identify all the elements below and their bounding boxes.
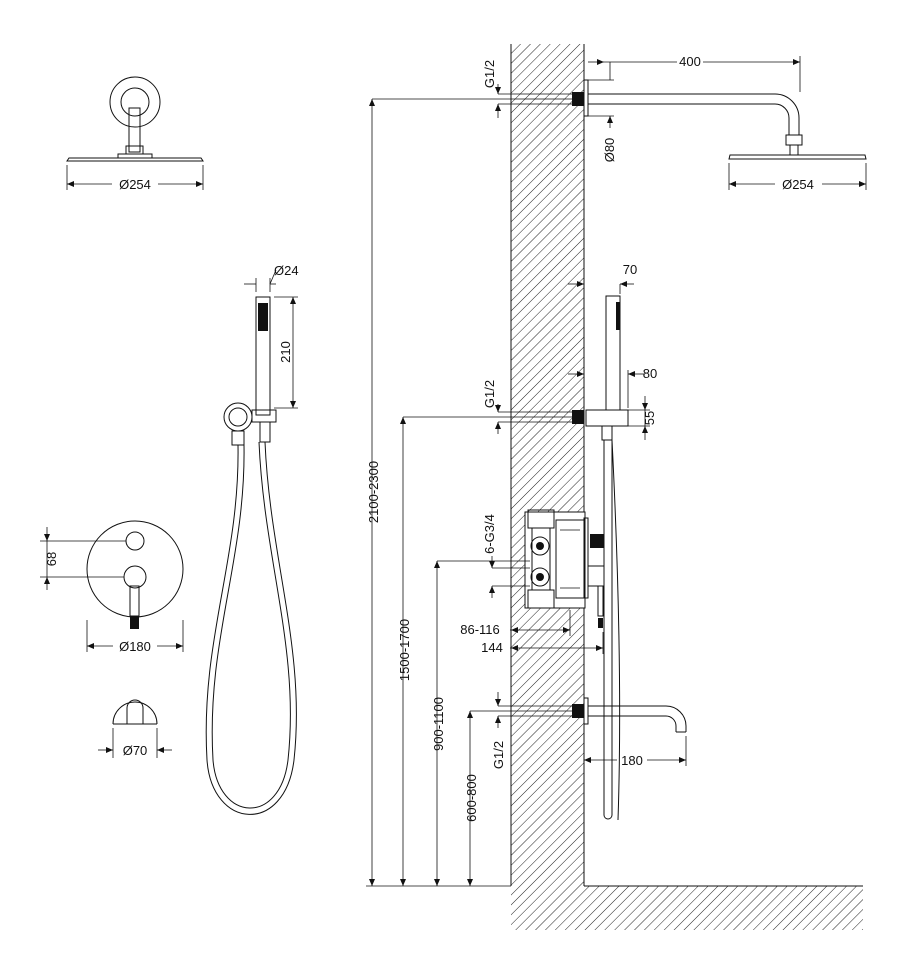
dim-spout-diameter: Ø70	[123, 743, 148, 758]
dim-mixer-height: 900-1100	[431, 697, 446, 751]
dim-arm-length: 400	[679, 54, 701, 69]
arm-thread-callout: G1/2	[482, 60, 572, 118]
mixer-plate-front-view: 68 Ø180	[40, 520, 184, 654]
dim-handset-offset: 70	[623, 262, 637, 277]
dim-arm-thread: G1/2	[482, 60, 497, 88]
dim-flange-diameter: Ø80	[602, 138, 617, 163]
dim-spout-height: 600-800	[464, 774, 479, 822]
bath-spout-side-view: 180	[572, 697, 687, 768]
dim-mixer-spacing: 68	[44, 552, 59, 566]
dim-head-diameter-left: Ø254	[119, 177, 151, 192]
dim-body-ports: 6-G3/4	[482, 514, 497, 554]
dim-holder-projection: 80	[643, 366, 657, 381]
dim-head-diameter-right: Ø254	[782, 177, 814, 192]
height-dimensions: 2100-2300 1500-1700 900-1100 600-800	[366, 98, 572, 887]
spout-thread-callout: G1/2	[491, 692, 572, 769]
holder-thread-callout: G1/2	[482, 380, 572, 434]
dim-holder-height: 55	[642, 411, 657, 425]
hand-shower-wall-view: 70 80 55	[568, 262, 657, 821]
shower-arm-side-view: 400 Ø80 Ø254	[572, 54, 867, 192]
dim-spout-length: 180	[621, 753, 643, 768]
spout-flange-view: Ø70	[98, 699, 172, 758]
floor-section	[511, 885, 863, 930]
dim-spout-thread: G1/2	[491, 741, 506, 769]
dim-handset-length: 210	[278, 341, 293, 363]
dim-holder-height-floor: 1500-1700	[397, 619, 412, 681]
concealed-mixer-body: 6-G3/4 86-116 144	[460, 509, 605, 655]
dim-body-depth: 86-116	[460, 622, 500, 637]
shower-head-side-view-left: Ø254	[66, 76, 204, 192]
dim-mixer-diameter: Ø180	[119, 639, 151, 654]
dim-holder-thread: G1/2	[482, 380, 497, 408]
dim-head-height: 2100-2300	[366, 461, 381, 523]
dim-handset-diameter: Ø24	[274, 263, 299, 278]
hand-shower-assembly: Ø24 210	[205, 263, 299, 815]
wall-section	[510, 44, 585, 886]
dim-body-overall: 144	[481, 640, 503, 655]
